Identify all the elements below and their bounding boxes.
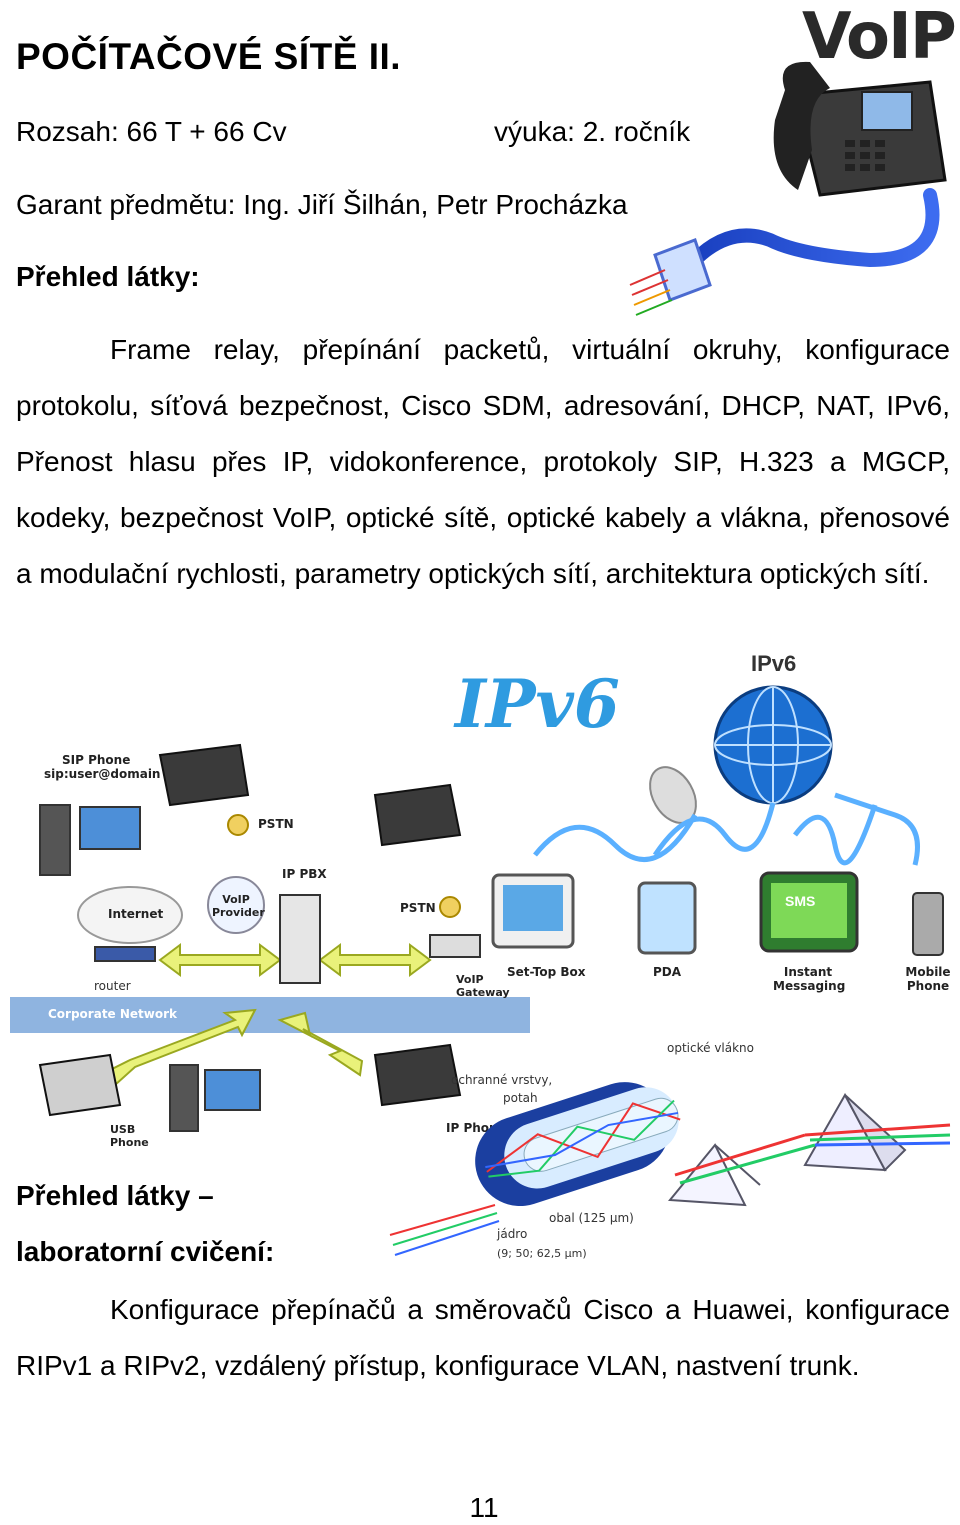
- internet-label: Internet: [108, 907, 164, 921]
- voip-phone-icon: [629, 61, 947, 316]
- core-label: jádro: [497, 1227, 528, 1241]
- guarantor-text: Garant předmětu: Ing. Jiří Šilhán, Petr …: [16, 189, 628, 220]
- scope-text: Rozsah: 66 T + 66 Cv: [16, 116, 287, 147]
- lab-heading-line1: Přehled látky –: [16, 1180, 214, 1211]
- voip-provider-label: VoIP Provider: [212, 893, 265, 919]
- ip-pbx-label: IP PBX: [282, 867, 327, 881]
- page-title: POČÍTAČOVÉ SÍTĚ II.: [16, 36, 402, 77]
- mobile-phone-label: Mobile Phone: [905, 965, 951, 993]
- sip-user-label: sip:user@domain: [44, 767, 161, 781]
- voip-logo: VoIP: [802, 0, 957, 74]
- network-diagram-graphic: [10, 743, 530, 1132]
- instant-messaging-label: Instant Messaging: [773, 965, 846, 993]
- sms-label: SMS: [785, 893, 816, 909]
- network-diagram: SIP Phone sip:user@domain PSTN IP PBX PS…: [10, 735, 530, 1150]
- ipv6-logo: IPv6: [455, 665, 620, 743]
- usb-phone-label: USB Phone: [110, 1123, 149, 1149]
- layers-label: ochranné vrstvy,: [451, 1073, 553, 1087]
- globe-icon: [491, 685, 944, 956]
- pda-icon: [637, 881, 697, 955]
- pstn-label-1: PSTN: [258, 817, 294, 831]
- fiber-optic-image: optické vlákno ochranné vrstvy, potah ob…: [385, 1035, 955, 1270]
- cladding-label: obal (125 µm): [549, 1211, 634, 1225]
- pstn-label-2: PSTN: [400, 901, 436, 915]
- lab-paragraph: Konfigurace přepínačů a směrovačů Cisco …: [16, 1294, 950, 1381]
- page-number: 11: [469, 1492, 499, 1523]
- coating-label: potah: [503, 1091, 538, 1105]
- lab-heading-line2: laboratorní cvičení:: [16, 1236, 275, 1267]
- sip-phone-label: SIP Phone: [62, 753, 131, 767]
- overview-paragraph: Frame relay, přepínání packetů, virtuáln…: [16, 334, 950, 589]
- settop-label: Set-Top Box: [507, 965, 586, 979]
- voip-image: VoIP: [600, 0, 957, 330]
- corporate-network-label: Corporate Network: [48, 1007, 178, 1021]
- voip-gateway-label: VoIP Gateway: [456, 973, 510, 999]
- ipv6-small-label: IPv6: [751, 651, 797, 676]
- fiber-label: optické vlákno: [667, 1041, 754, 1055]
- mobile-phone-icon: [912, 892, 944, 956]
- pda-label: PDA: [653, 965, 682, 979]
- ipv6-image: IPv6 IPv6 SMS Set-Top Box PDA Instant: [455, 651, 955, 993]
- overview-heading: Přehled látky:: [16, 261, 200, 292]
- router-label: router: [94, 979, 131, 993]
- core-size-label: (9; 50; 62,5 µm): [497, 1247, 587, 1260]
- fiber-optic-graphic: [389, 1082, 951, 1256]
- year-text: výuka: 2. ročník: [494, 116, 691, 147]
